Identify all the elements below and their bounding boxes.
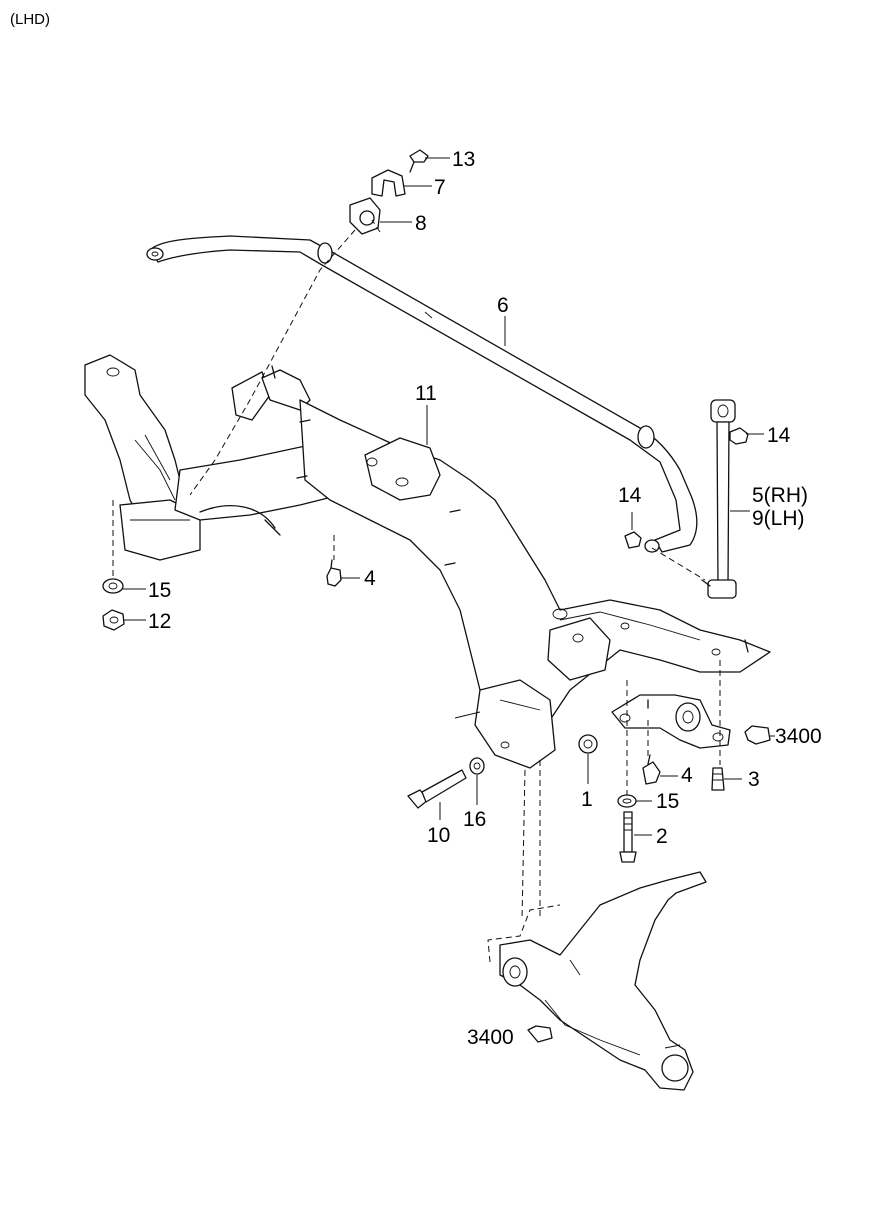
callout-13: 13 xyxy=(452,148,475,171)
link-nut-upper xyxy=(729,427,749,445)
control-arm-rear-bracket xyxy=(611,694,731,749)
callout-7: 7 xyxy=(434,176,446,199)
callouts: 13 7 8 6 11 14 14 5(RH) 9(LH) 4 15 12 34… xyxy=(148,148,822,1049)
callout-9-lh: 9(LH) xyxy=(752,507,805,530)
callout-12: 12 xyxy=(148,610,171,633)
callout-6: 6 xyxy=(497,294,509,317)
3400-marker-top xyxy=(744,725,771,745)
bolt-4-right xyxy=(642,754,661,785)
callout-4-right: 4 xyxy=(681,764,693,787)
link-nut-lower xyxy=(624,531,642,549)
bolt-10 xyxy=(407,769,467,809)
callout-15-right: 15 xyxy=(656,790,679,813)
bolt-2 xyxy=(619,811,637,863)
callout-3: 3 xyxy=(748,768,760,791)
lower-control-arm xyxy=(487,871,707,1091)
clamp-bolt xyxy=(409,149,429,173)
callout-2: 2 xyxy=(656,825,668,848)
stabilizer-link xyxy=(701,399,737,599)
stabilizer-bar xyxy=(146,235,698,553)
callout-8: 8 xyxy=(415,212,427,235)
callout-10: 10 xyxy=(427,824,450,847)
drive-variant-label: (LHD) xyxy=(10,11,50,28)
callout-14-mid: 14 xyxy=(618,484,642,507)
callout-11: 11 xyxy=(415,382,437,405)
bolt-3 xyxy=(711,767,725,791)
washer-15-right xyxy=(617,794,637,808)
assembly-guide-lines xyxy=(112,219,721,921)
callout-5-rh: 5(RH) xyxy=(752,484,808,507)
mount-bushing xyxy=(578,734,598,754)
stabilizer-bushing xyxy=(349,197,381,235)
bolt-4-left xyxy=(326,559,342,587)
front-crossmember xyxy=(84,354,771,769)
bushing-clamp xyxy=(371,169,406,197)
callout-3400-top: 3400 xyxy=(775,725,822,748)
washer-16 xyxy=(469,757,485,775)
nut-12 xyxy=(102,609,125,631)
washer-15-left xyxy=(102,578,124,594)
callout-15-left: 15 xyxy=(148,579,171,602)
leader-lines xyxy=(122,157,775,836)
3400-marker-bottom xyxy=(527,1025,553,1043)
callout-3400-bottom: 3400 xyxy=(467,1026,514,1049)
callout-14-top: 14 xyxy=(767,424,791,447)
callout-1: 1 xyxy=(581,788,593,811)
callout-16: 16 xyxy=(463,808,486,831)
callout-4-left: 4 xyxy=(364,567,376,590)
